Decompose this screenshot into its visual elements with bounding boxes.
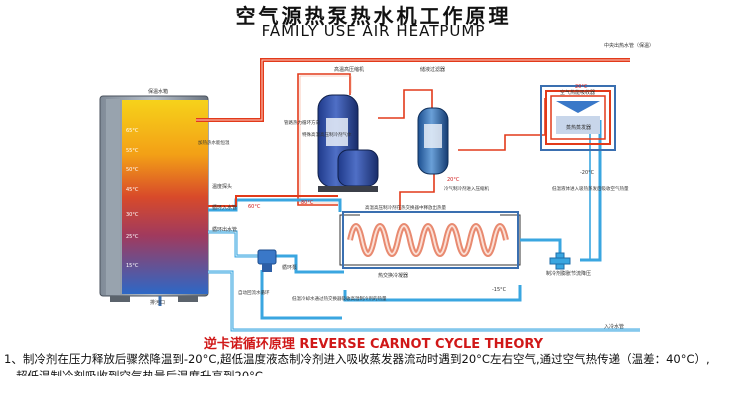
filter-label: 储液过滤器 xyxy=(420,67,446,73)
heat-desc-label: 加热热水能恒温 xyxy=(198,141,230,146)
heat-exchanger xyxy=(342,211,519,269)
filter-note: 冷气制冷剂进入压缩机 xyxy=(444,187,489,192)
tank-temp-7: 15°C xyxy=(126,263,139,269)
title-english: FAMILY USE AIR HEATPUMP xyxy=(261,22,486,40)
tank-temp-1: 65°C xyxy=(126,128,139,134)
circulation-lines-inner xyxy=(208,231,640,331)
evaporator-label: 蒸热蒸发器 xyxy=(566,125,592,131)
filter-accumulator xyxy=(417,107,449,175)
title-chinese: 空气源热泵热水机工作原理 xyxy=(235,4,512,28)
expansion-label: 制冷剂膨胀节流降压 xyxy=(546,271,592,277)
temp-probe-label: 温度探头 xyxy=(212,184,233,190)
compressor xyxy=(317,94,379,192)
tank-temp-3: 50°C xyxy=(126,167,139,173)
circ-out-label: 循环出水管 xyxy=(212,227,238,233)
evap-top-temp: 20°C xyxy=(575,84,588,90)
exchanger-label: 热交换冷凝器 xyxy=(378,273,409,279)
circ-in-temp: 60°C xyxy=(248,204,261,210)
heat-vert3-label: 特殊高温高压制冷剂气体 xyxy=(302,133,352,138)
hot-out-label: 中央出热水管（保温） xyxy=(604,43,655,49)
description-line-2: 超低温制冷剂吸收到空气热量后温度升高到20°C xyxy=(16,369,263,376)
cold-in-label: 入冷水管 xyxy=(604,324,625,330)
circulation-pump xyxy=(257,249,277,272)
water-tank xyxy=(99,95,209,302)
evap-out-temp: -20°C xyxy=(580,170,595,176)
tank-temp-6: 25°C xyxy=(126,234,139,240)
drain-label: 排污口 xyxy=(150,300,166,306)
heat-vert2-label: 管路热力循环方向 xyxy=(284,121,320,126)
theory-title: 逆卡诺循环原理 REVERSE CARNOT CYCLE THEORY xyxy=(203,337,544,352)
evaporator xyxy=(540,85,616,151)
evap-note: 低温液体进入吸热蒸发后吸收空气热量 xyxy=(552,187,629,192)
compressor-out-temp: 80°C xyxy=(301,200,314,206)
hot-return-line xyxy=(208,195,338,207)
expansion-valve xyxy=(549,252,571,270)
hot-water-out-pipe xyxy=(196,58,630,122)
tank-temp-2: 55°C xyxy=(126,148,139,154)
description-line-1: 1、制冷剂在压力释放后骤然降温到-20°C,超低温度液态制冷剂进入吸收蒸发器流动… xyxy=(4,352,710,366)
circ-pump-label: 循环泵 xyxy=(282,265,298,271)
tank-temp-4: 45°C xyxy=(126,187,139,193)
tank-label: 保温水箱 xyxy=(148,89,169,95)
filter-temp: 20°C xyxy=(447,177,460,183)
return-pipe-label: 自动回流水循环 xyxy=(238,291,270,296)
cold-return-temp: -15°C xyxy=(492,287,507,293)
exchanger-note: 高温高压制冷剂在热交换器中释放出热量 xyxy=(365,206,446,211)
low-temp-note: 低温冷却水通过热交换器吸收高温制冷剂的热量 xyxy=(292,297,387,302)
tank-temp-5: 30°C xyxy=(126,212,139,218)
circ-in-label: 循环入水管 xyxy=(212,205,238,211)
evaporator-cap-label: 空气热能吸收器 xyxy=(560,90,596,96)
compressor-label: 高温高压缩机 xyxy=(334,67,365,73)
